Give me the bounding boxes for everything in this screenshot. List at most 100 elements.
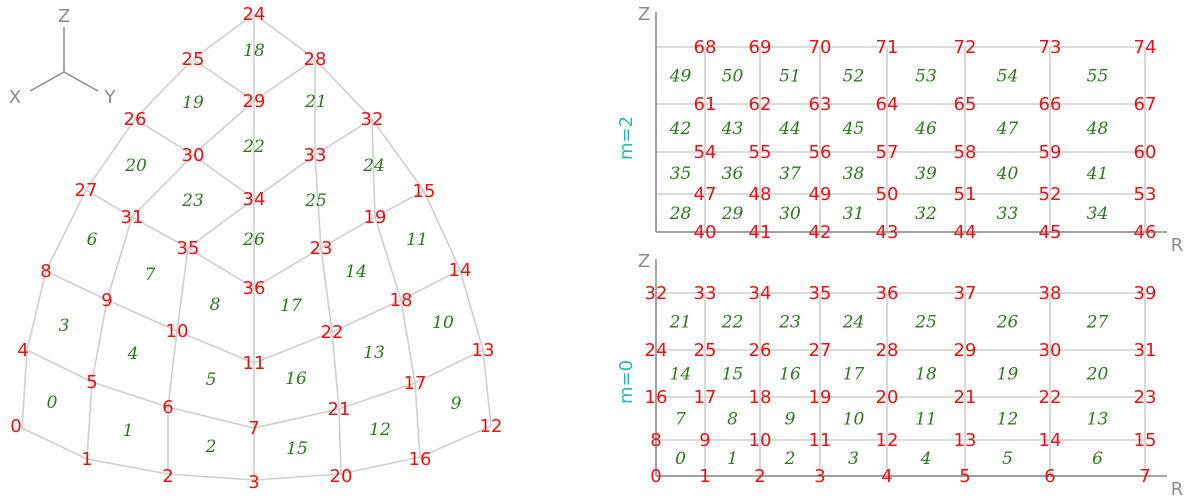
node-label: 28 [304, 49, 327, 70]
node-label: 56 [809, 142, 832, 163]
node-label: 25 [182, 49, 205, 70]
node-label: 55 [749, 142, 772, 163]
face-label: 15 [286, 439, 308, 459]
face-label: 17 [280, 296, 302, 316]
node-label: 18 [749, 387, 772, 408]
node-label: 73 [1039, 37, 1062, 58]
face-label: 54 [997, 67, 1019, 87]
node-label: 5 [959, 466, 970, 487]
face-label: 18 [243, 41, 265, 61]
face-label: 28 [669, 204, 692, 224]
face-label: 24 [362, 156, 385, 176]
face-label: 12 [997, 410, 1019, 430]
node-label: 7 [248, 418, 259, 439]
node-label: 17 [694, 387, 717, 408]
face-label: 50 [722, 67, 744, 87]
node-label: 2 [162, 466, 173, 487]
face-label: 41 [1086, 164, 1109, 184]
node-label: 27 [809, 340, 832, 361]
mode-label: m=2 [616, 116, 637, 160]
left-mesh-lines [21, 13, 492, 481]
node-label: 30 [182, 145, 205, 166]
node-label: 26 [749, 340, 772, 361]
node-label: 11 [809, 430, 832, 451]
node-label: 54 [694, 142, 717, 163]
face-label: 1 [727, 449, 738, 469]
node-label: 48 [749, 184, 772, 205]
face-label: 38 [843, 164, 865, 184]
node-label: 16 [409, 449, 432, 470]
node-label: 39 [1134, 283, 1157, 304]
face-label: 27 [1086, 313, 1109, 333]
node-label: 4 [881, 466, 892, 487]
node-label: 65 [954, 94, 977, 115]
axis-r-label: R [1171, 235, 1184, 256]
node-label: 7 [1139, 466, 1150, 487]
node-label: 1 [81, 449, 92, 470]
axis-z-label: Z [638, 251, 650, 272]
node-label: 22 [321, 322, 344, 343]
node-label: 28 [876, 340, 899, 361]
grid-m2-lines: Z Rm=2 [616, 4, 1183, 256]
mesh-edge [314, 154, 342, 475]
face-label: 33 [997, 204, 1019, 224]
node-label: 27 [75, 180, 98, 201]
node-label: 34 [749, 283, 772, 304]
face-label: 3 [848, 449, 859, 469]
node-label: 71 [876, 37, 899, 58]
face-label: 23 [181, 191, 204, 211]
face-label: 35 [670, 164, 692, 184]
node-label: 21 [328, 399, 351, 420]
face-label: 9 [785, 410, 796, 430]
face-label: 23 [778, 313, 801, 333]
node-label: 30 [1039, 340, 1062, 361]
node-label: 33 [304, 145, 327, 166]
face-label: 16 [779, 365, 801, 385]
face-label: 20 [124, 156, 147, 176]
face-label: 9 [451, 394, 462, 414]
node-label: 58 [954, 142, 977, 163]
node-label: 15 [413, 181, 436, 202]
grid-m0-lines: ZRm=0 [616, 251, 1183, 500]
node-label: 70 [809, 37, 832, 58]
face-label: 39 [915, 164, 937, 184]
face-label: 22 [721, 313, 744, 333]
face-label: 14 [670, 365, 692, 385]
face-label: 18 [915, 365, 937, 385]
node-label: 26 [124, 109, 147, 130]
node-label: 6 [162, 397, 173, 418]
face-label: 32 [915, 204, 937, 224]
node-label: 0 [10, 416, 21, 437]
face-label: 44 [778, 119, 801, 139]
face-label: 26 [242, 230, 265, 250]
x-axis [29, 71, 65, 92]
face-label: 22 [242, 137, 265, 157]
node-label: 18 [390, 290, 413, 311]
node-label: 0 [650, 466, 661, 487]
face-label: 4 [127, 344, 139, 364]
z-axis-label: Z [58, 6, 70, 27]
node-label: 74 [1134, 37, 1157, 58]
node-label: 31 [121, 207, 144, 228]
face-label: 1 [123, 421, 134, 441]
face-label: 6 [1092, 449, 1103, 469]
node-label: 59 [1039, 142, 1062, 163]
face-label: 53 [915, 67, 937, 87]
face-label: 0 [675, 449, 686, 469]
node-label: 29 [954, 340, 977, 361]
face-label: 34 [1087, 204, 1109, 224]
node-label: 8 [650, 430, 661, 451]
node-label: 36 [243, 278, 266, 299]
node-label: 22 [1039, 387, 1062, 408]
node-label: 3 [814, 466, 825, 487]
node-label: 49 [809, 184, 832, 205]
node-label: 35 [177, 238, 200, 259]
face-label: 5 [1002, 449, 1013, 469]
axis-z-label: Z [638, 4, 650, 25]
node-label: 72 [954, 37, 977, 58]
node-label: 57 [876, 142, 899, 163]
